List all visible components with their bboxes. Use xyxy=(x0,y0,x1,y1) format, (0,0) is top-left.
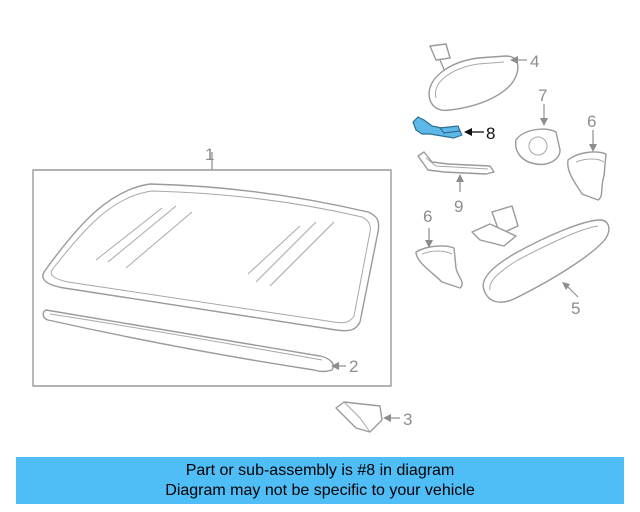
callout-2: 2 xyxy=(349,357,358,376)
windshield-molding xyxy=(42,309,334,373)
callout-6a: 6 xyxy=(423,207,432,226)
mirror-4-edge xyxy=(435,61,505,99)
bracket-9-edge xyxy=(425,157,489,170)
windshield-glass xyxy=(42,183,380,332)
banner-line-2: Diagram may not be specific to your vehi… xyxy=(165,482,475,499)
callout-6b: 6 xyxy=(587,112,596,131)
mirror-5-body xyxy=(482,219,610,303)
mirror-4-body xyxy=(428,55,519,112)
callout-8: 8 xyxy=(486,124,495,143)
banner-line-1: Part or sub-assembly is #8 in diagram xyxy=(185,462,455,479)
windshield-glass-inner xyxy=(50,190,371,324)
highlighted-bracket-8-tab xyxy=(439,125,461,134)
callout-4-arrow xyxy=(510,56,518,64)
callout-1: 1 xyxy=(205,145,214,164)
info-banner: Part or sub-assembly is #8 in diagram Di… xyxy=(16,457,624,504)
mirror-4-mount xyxy=(429,43,451,61)
mirror-part-4 xyxy=(428,43,519,112)
windshield-molding-edge xyxy=(49,313,323,361)
callout-7-arrow xyxy=(540,118,548,126)
callout-5: 5 xyxy=(571,299,580,318)
sensor-cover-7 xyxy=(515,128,561,166)
mirror-part-5 xyxy=(471,205,610,303)
cover-part-3-edge xyxy=(343,401,371,433)
mirror-cover-6-left-edge xyxy=(421,250,453,255)
mirror-5-bracket xyxy=(471,223,517,247)
callout-6b-arrow xyxy=(589,144,597,152)
callout-3: 3 xyxy=(403,410,412,429)
info-banner-background xyxy=(16,457,624,504)
sensor-cover-7-ring xyxy=(528,136,548,156)
mirror-cover-6-right xyxy=(567,151,607,201)
callout-7: 7 xyxy=(538,86,547,105)
callout-5-arrow xyxy=(562,282,570,290)
callout-3-arrow xyxy=(383,414,391,422)
callout-4: 4 xyxy=(530,52,539,71)
mirror-5-edge xyxy=(489,225,599,291)
glass-reflection-lines xyxy=(95,205,335,287)
mirror-cover-6-left xyxy=(415,245,463,289)
callout-2-arrow xyxy=(331,362,339,370)
callout-8-arrow xyxy=(464,128,472,136)
callout-9: 9 xyxy=(454,197,463,216)
bracket-9 xyxy=(417,151,495,175)
callout-9-arrow xyxy=(456,174,464,182)
callout-6a-arrow xyxy=(425,240,433,248)
mirror-cover-6-right-edge xyxy=(575,158,605,163)
